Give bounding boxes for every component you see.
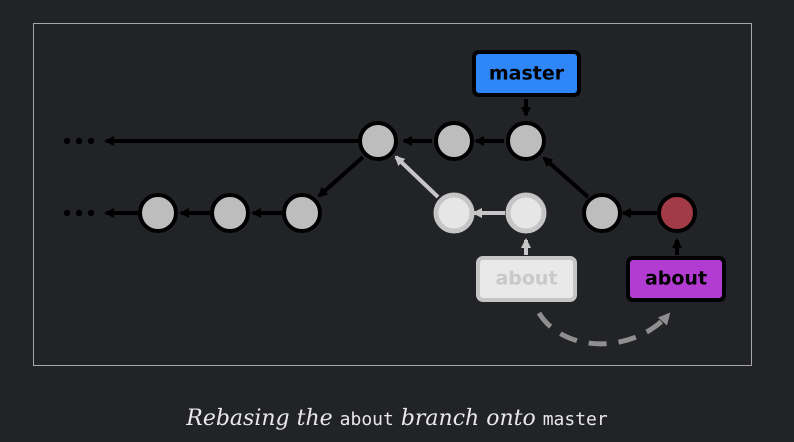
caption-prefix: Rebasing the (186, 406, 340, 431)
commit-node (582, 193, 622, 233)
about-old-branch-label: about (476, 256, 577, 302)
ellipsis-icon (63, 137, 95, 145)
figure-frame: master about about (33, 23, 752, 366)
commit-node (138, 193, 178, 233)
arrow-icon (394, 155, 440, 199)
caption-branch: about (339, 409, 394, 430)
master-branch-label: master (472, 50, 581, 97)
commit-node (282, 193, 322, 233)
arrow-icon (542, 156, 590, 199)
commit-node (210, 193, 250, 233)
about-old-label-text: about (495, 268, 557, 290)
about-new-label-text: about (645, 268, 707, 290)
master-label-text: master (489, 63, 565, 85)
about-new-branch-label: about (626, 256, 726, 302)
ghost-commit-node (505, 192, 547, 234)
dashed-arrow-icon (536, 311, 671, 347)
git-rebase-diagram: master about about (63, 50, 726, 347)
commit-node (506, 121, 546, 161)
commit-node (434, 121, 474, 161)
caption-target: master (542, 409, 608, 430)
new-commit-node (657, 193, 697, 233)
ghost-commit-node (433, 192, 475, 234)
caption-middle: branch onto (393, 406, 543, 431)
arrow-icon (317, 155, 365, 198)
commit-node (358, 121, 398, 161)
ellipsis-icon (63, 209, 95, 217)
figure-caption: Rebasing the about branch onto master (0, 404, 794, 435)
